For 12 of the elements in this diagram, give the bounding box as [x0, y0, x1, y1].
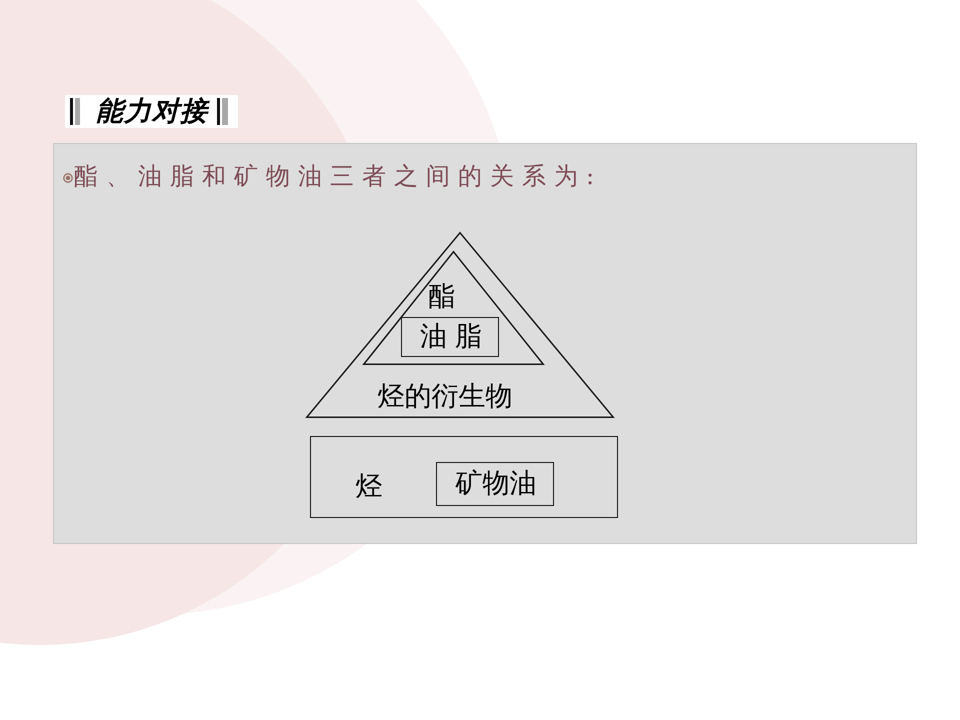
- term-label: 矿物油: [456, 469, 536, 499]
- inner-triangle: [363, 251, 544, 365]
- term-label: 烃的衍生物: [378, 382, 512, 412]
- term-label: 烃: [356, 472, 382, 502]
- outer-triangle: [306, 232, 614, 418]
- framed-box: [401, 317, 499, 357]
- intro-text: 酯、油脂和矿物油三者之间的关系为:: [74, 161, 602, 191]
- framed-box: [436, 462, 554, 506]
- term-label: 油脂: [419, 322, 490, 352]
- section-heading: 能力对接: [65, 95, 238, 128]
- outer-rectangle: [310, 436, 618, 518]
- term-label: 酯: [428, 282, 456, 312]
